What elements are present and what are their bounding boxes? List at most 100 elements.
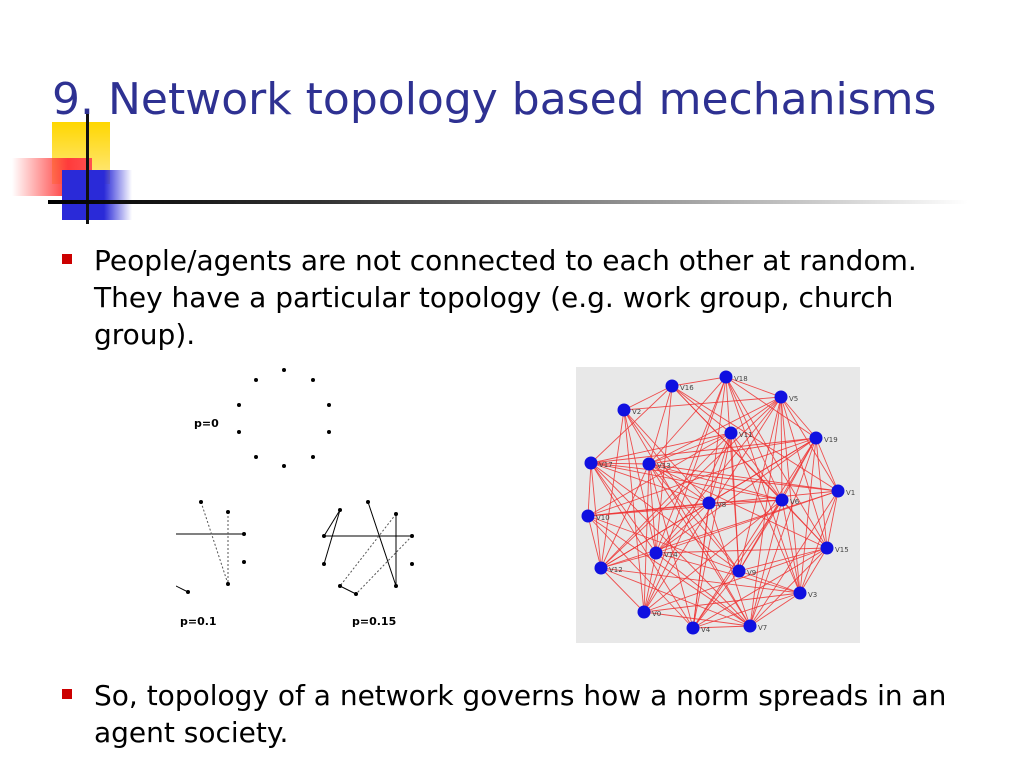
network-edge	[780, 396, 801, 594]
network-edge	[643, 463, 650, 613]
network-edge	[600, 432, 732, 569]
network-edge	[648, 463, 783, 501]
network-node	[584, 456, 598, 470]
panel-p0: p=0	[194, 368, 331, 468]
network-edge	[708, 499, 783, 504]
network-edges	[587, 376, 839, 629]
network-node-label: V4	[701, 626, 711, 634]
network-edge	[749, 437, 817, 627]
network-edge	[692, 499, 783, 629]
network-edge	[643, 611, 751, 627]
decor-blue-square	[62, 170, 132, 220]
network-edge	[600, 409, 625, 569]
network-node-label: V18	[734, 375, 748, 383]
network-edge	[600, 567, 801, 594]
network-node-label: V11	[739, 431, 753, 439]
network-node-label: V16	[680, 384, 694, 392]
network-node-label: V9	[747, 569, 756, 577]
network-edge	[590, 462, 650, 465]
network-edge	[826, 490, 839, 549]
network-edge	[648, 437, 817, 465]
network-edge	[655, 552, 801, 594]
panel-label-p0: p=0	[194, 417, 219, 430]
network-edge	[749, 396, 782, 627]
network-edge	[708, 432, 732, 504]
network-edge	[648, 432, 732, 465]
network-edge	[738, 499, 783, 572]
network-node	[642, 457, 656, 471]
network-edge	[815, 437, 839, 492]
network-node	[743, 619, 757, 633]
network-edge	[781, 499, 828, 549]
network-edge	[655, 385, 673, 554]
network-node-label: V0	[652, 610, 661, 618]
network-edge	[725, 376, 783, 501]
network-edge	[692, 432, 732, 629]
network-edge	[600, 463, 650, 569]
network-node	[793, 586, 807, 600]
network-edge	[692, 625, 751, 629]
network-edge	[643, 547, 828, 613]
network-edge	[730, 432, 783, 501]
network-edge	[623, 385, 673, 411]
network-edge	[648, 463, 839, 492]
network-node	[594, 561, 608, 575]
network-edge	[587, 515, 602, 569]
network-edge	[587, 502, 710, 517]
panel-p01: p=0.1	[176, 500, 246, 628]
network-node	[732, 564, 746, 578]
network-edge	[780, 396, 839, 492]
page-title: 9. Network topology based mechanisms	[52, 74, 937, 125]
network-edge	[623, 409, 740, 572]
network-node-label: V12	[609, 566, 623, 574]
network-edge	[725, 376, 782, 398]
panel-p015: p=0.15	[322, 500, 414, 628]
network-node-label: V13	[657, 462, 671, 470]
network-node-label: V3	[808, 591, 817, 599]
network-edge	[600, 502, 710, 569]
network-node-label: V15	[835, 546, 849, 554]
network-node-label: V10	[596, 514, 610, 522]
network-edge	[725, 376, 801, 594]
decor-vertical-line	[86, 112, 89, 224]
network-edge	[655, 552, 751, 627]
network-node	[775, 493, 789, 507]
network-node	[617, 403, 631, 417]
network-node	[774, 390, 788, 404]
network-edge	[587, 499, 783, 517]
network-node-label: V17	[599, 461, 613, 469]
network-node-label: V14	[664, 551, 678, 559]
network-edge	[600, 552, 657, 569]
network-edge	[600, 567, 645, 613]
network-edge	[781, 499, 801, 594]
network-edge	[643, 432, 732, 613]
network-edge	[655, 502, 710, 554]
network-node	[581, 509, 595, 523]
network-edge	[587, 515, 751, 627]
network-edge	[648, 463, 828, 549]
network-node	[665, 379, 679, 393]
bullet-marker	[62, 689, 72, 699]
network-edge	[671, 385, 732, 434]
network-edge	[623, 409, 645, 613]
network-node	[702, 496, 716, 510]
network-edge	[590, 432, 732, 464]
network-edge	[648, 396, 782, 465]
bullet-marker	[62, 254, 72, 264]
network-edge	[590, 385, 673, 464]
network-edge	[708, 502, 751, 627]
network-edge	[738, 396, 782, 572]
network-edge	[655, 396, 782, 554]
network-edge	[671, 376, 727, 387]
network-edge	[655, 547, 828, 554]
network-edge	[587, 462, 592, 517]
network-node-label: V6	[790, 498, 800, 506]
network-edge	[623, 409, 657, 554]
network-node	[649, 546, 663, 560]
network-node	[637, 605, 651, 619]
panel-label-p01: p=0.1	[180, 615, 217, 628]
network-edge	[590, 462, 710, 504]
bullet-text: So, topology of a network governs how a …	[94, 679, 947, 749]
